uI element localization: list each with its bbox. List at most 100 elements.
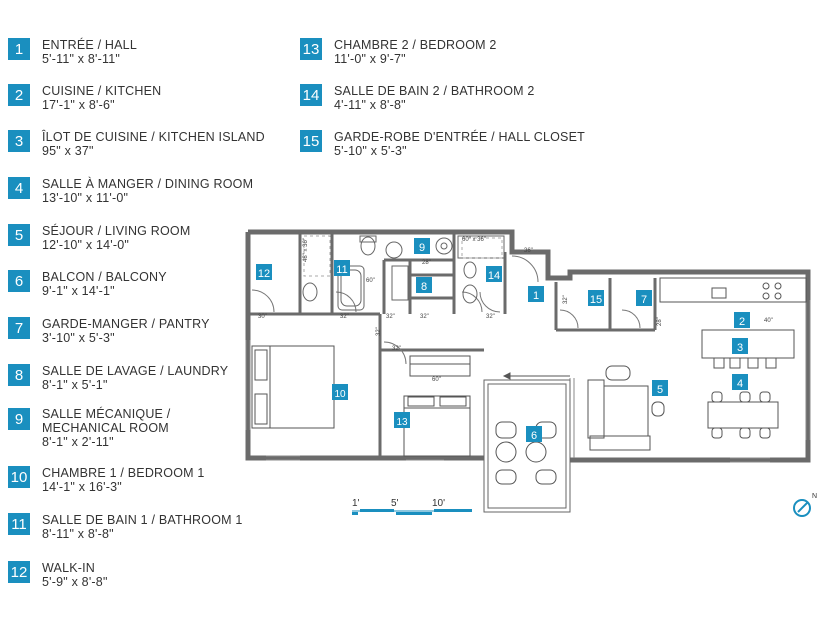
room-name: SÉJOUR / LIVING ROOM	[42, 224, 191, 238]
room-dimensions: 17'-1" x 8'-6"	[42, 98, 115, 112]
svg-text:3: 3	[737, 342, 743, 354]
room-number-badge: 7	[8, 317, 30, 339]
room-name: GARDE-ROBE D'ENTRÉE / HALL CLOSET	[334, 130, 585, 144]
svg-text:14: 14	[488, 270, 500, 282]
room-name: SALLE DE BAIN 2 / BATHROOM 2	[334, 84, 535, 98]
dim-label: 60" x 36"	[462, 237, 486, 243]
svg-text:4: 4	[737, 378, 743, 390]
room-dimensions: 3'-10" x 5'-3"	[42, 331, 115, 345]
room-name: SALLE DE BAIN 1 / BATHROOM 1	[42, 513, 243, 527]
dim-label: 40"	[764, 318, 773, 324]
plan-badge-1: 1	[528, 286, 544, 302]
room-name: SALLE MÉCANIQUE /	[42, 407, 171, 421]
exterior-walls	[245, 229, 811, 463]
room-name: WALK-IN	[42, 561, 96, 575]
dim-label: 60"	[366, 278, 375, 284]
svg-text:10: 10	[334, 389, 346, 400]
room-dimensions: 5'-10" x 5'-3"	[334, 144, 407, 158]
plan-badge-3: 3	[732, 338, 748, 354]
plan-badge-5: 5	[652, 380, 668, 396]
room-number-badge: 12	[8, 561, 30, 583]
svg-text:9: 9	[419, 242, 425, 254]
plan-badge-13: 13	[394, 412, 410, 428]
room-name: ÎLOT DE CUISINE / KITCHEN ISLAND	[42, 130, 265, 144]
room-dimensions: 9'-1" x 14'-1"	[42, 284, 115, 298]
room-dimensions: 8'-1" x 5'-1"	[42, 378, 108, 392]
room-name: CUISINE / KITCHEN	[42, 84, 162, 98]
dim-label: 32"	[340, 314, 349, 320]
north-arrow-icon: N	[793, 493, 817, 517]
room-number-badge: 11	[8, 513, 30, 535]
dim-label: 32"	[392, 346, 401, 352]
room-dimensions: 95" x 37"	[42, 144, 94, 158]
room-name: ENTRÉE / HALL	[42, 38, 137, 52]
room-dimensions: 12'-10" x 14'-0"	[42, 238, 130, 252]
room-badges: 12 11 9 8 14 1 15 7 2 3 4 5 6 10 13	[256, 238, 750, 442]
dim-label: 30"	[258, 314, 267, 320]
room-number-badge: 9	[8, 408, 30, 430]
dim-label: 28"	[422, 260, 431, 266]
scale-label-10ft: 10'	[432, 498, 445, 509]
plan-badge-4: 4	[732, 374, 748, 390]
room-name: SALLE DE LAVAGE / LAUNDRY	[42, 364, 229, 378]
room-name: GARDE-MANGER / PANTRY	[42, 317, 210, 331]
dim-label: 28"	[657, 317, 663, 326]
svg-text:12: 12	[258, 268, 270, 280]
room-dimensions: 11'-0" x 9'-7"	[334, 52, 406, 66]
dimension-labels: 48" x 36" 60" x 36" 28" 36" 60" 30" 32" …	[258, 237, 773, 383]
plan-badge-14: 14	[486, 266, 502, 282]
room-number-badge: 4	[8, 177, 30, 199]
interior-walls	[248, 232, 657, 458]
svg-text:6: 6	[531, 430, 537, 442]
scale-label-5ft: 5'	[391, 498, 399, 509]
plan-badge-10: 10	[332, 384, 348, 400]
dim-label: 48" x 36"	[303, 238, 309, 262]
plan-badge-2: 2	[734, 312, 750, 328]
room-number-badge: 1	[8, 38, 30, 60]
scale-bar: 1' 5' 10'	[352, 498, 472, 515]
room-number-badge: 10	[8, 466, 30, 488]
room-name: CHAMBRE 1 / BEDROOM 1	[42, 466, 205, 480]
furniture-living	[495, 277, 807, 485]
room-dimensions: 5'-11" x 8'-11"	[42, 52, 121, 66]
svg-text:13: 13	[396, 417, 408, 428]
room-number-badge: 14	[300, 84, 322, 106]
svg-text:11: 11	[336, 264, 347, 276]
room-name-line-2: MECHANICAL ROOM	[42, 421, 169, 435]
plan-badge-7: 7	[636, 290, 652, 306]
room-dimensions: 8'-11" x 8'-8"	[42, 527, 114, 541]
svg-text:2: 2	[739, 316, 745, 328]
room-number-badge: 15	[300, 130, 322, 152]
dim-label: 32"	[486, 314, 495, 320]
plan-badge-15: 15	[588, 290, 604, 306]
plan-badge-8: 8	[416, 277, 432, 293]
room-number-badge: 6	[8, 270, 30, 292]
room-dimensions: 4'-11" x 8'-8"	[334, 98, 406, 112]
room-dimensions: 8'-1" x 2'-11"	[42, 435, 114, 449]
shower-areas	[303, 235, 503, 277]
room-name: SALLE À MANGER / DINING ROOM	[42, 177, 254, 191]
room-number-badge: 8	[8, 364, 30, 386]
north-label: N	[812, 493, 817, 500]
plan-badge-12: 12	[256, 264, 272, 280]
dim-label: 60"	[432, 377, 441, 383]
plan-badge-9: 9	[414, 238, 430, 254]
room-number-badge: 3	[8, 130, 30, 152]
dim-label: 36"	[524, 248, 533, 254]
room-dimensions: 14'-1" x 16'-3"	[42, 480, 122, 494]
room-number-badge: 5	[8, 224, 30, 246]
